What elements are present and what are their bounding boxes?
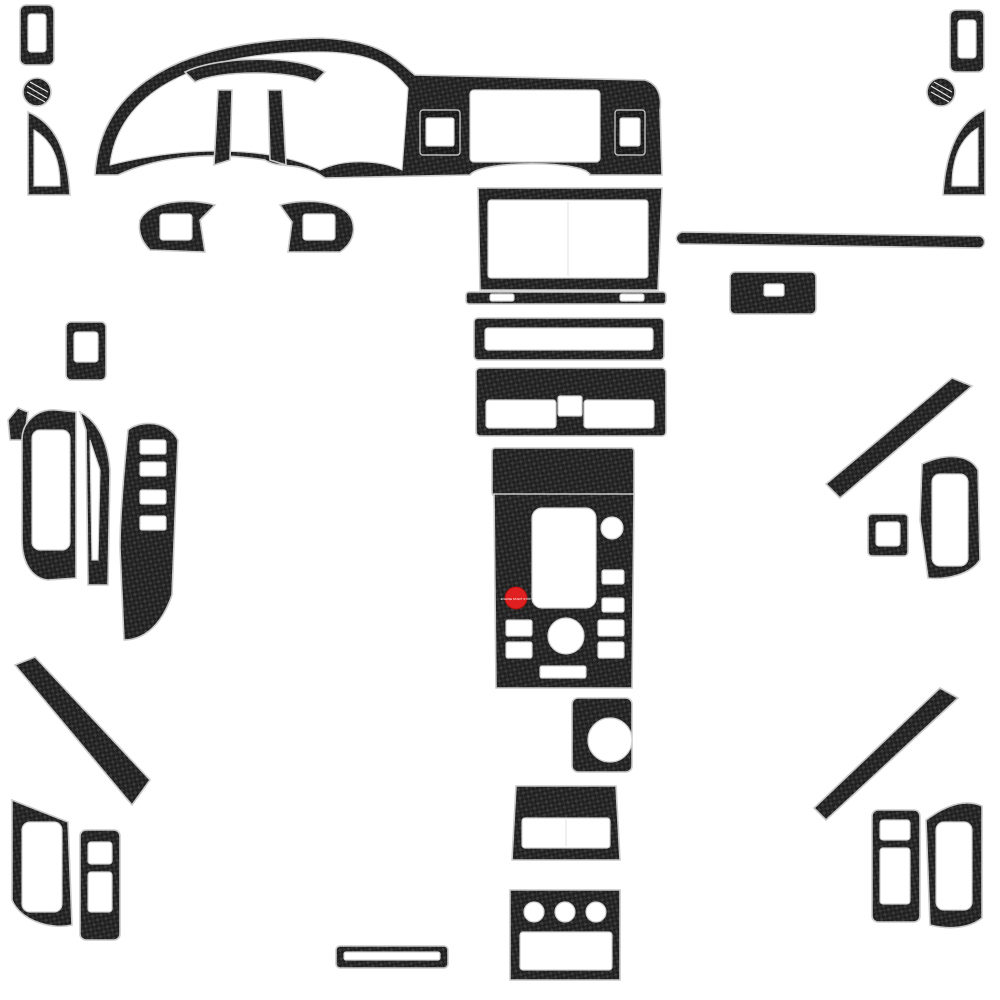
engine-start-stop-button: ENGINE START STOP (501, 586, 532, 610)
console-top-plate (491, 447, 635, 497)
center-vent-surround (473, 317, 665, 361)
right-upper-pillar (824, 377, 974, 500)
top-right-small-frame (949, 9, 985, 73)
top-left-side-vent-trim (27, 110, 71, 196)
left-door-switch-frame-small (65, 321, 107, 381)
right-window-switch-small (867, 513, 909, 557)
steering-trim-left (138, 200, 217, 253)
top-right-side-vent-trim (942, 108, 986, 196)
right-door-handle-trim (919, 455, 981, 580)
rear-vent-panel (511, 785, 621, 861)
climate-control-panel (475, 367, 667, 437)
top-left-small-frame (19, 4, 55, 66)
left-rear-window-switch (79, 829, 121, 941)
dashboard-long-strip (675, 231, 986, 249)
cupholder-trim (571, 697, 633, 773)
gear-shift-console-panel (493, 493, 635, 689)
top-left-round-vent (22, 77, 52, 107)
left-door-handle-trim-a (21, 409, 77, 581)
top-right-round-vent (926, 77, 956, 107)
cluster-hood-top (183, 58, 327, 83)
cluster-pillar-right (267, 89, 287, 167)
left-door-strip (78, 410, 111, 586)
left-rear-door-handle-trim (11, 798, 73, 927)
glovebox-handle-trim (729, 271, 817, 315)
steering-trim-right (278, 200, 355, 253)
rear-seat-heater-panel (509, 889, 621, 981)
right-lower-pillar (812, 687, 960, 822)
right-rear-door-handle-trim (925, 802, 983, 929)
center-nav-surround (477, 187, 663, 291)
dashboard-cluster-surround (94, 37, 663, 179)
bottom-center-strip (335, 945, 449, 969)
right-rear-window-switch (871, 809, 921, 923)
left-window-switch-panel (119, 422, 179, 641)
cluster-pillar-left (213, 89, 233, 167)
center-nav-lower-strip (465, 291, 667, 305)
engine-start-stop-label: ENGINE START STOP (501, 597, 532, 601)
left-lower-pillar (13, 656, 152, 807)
